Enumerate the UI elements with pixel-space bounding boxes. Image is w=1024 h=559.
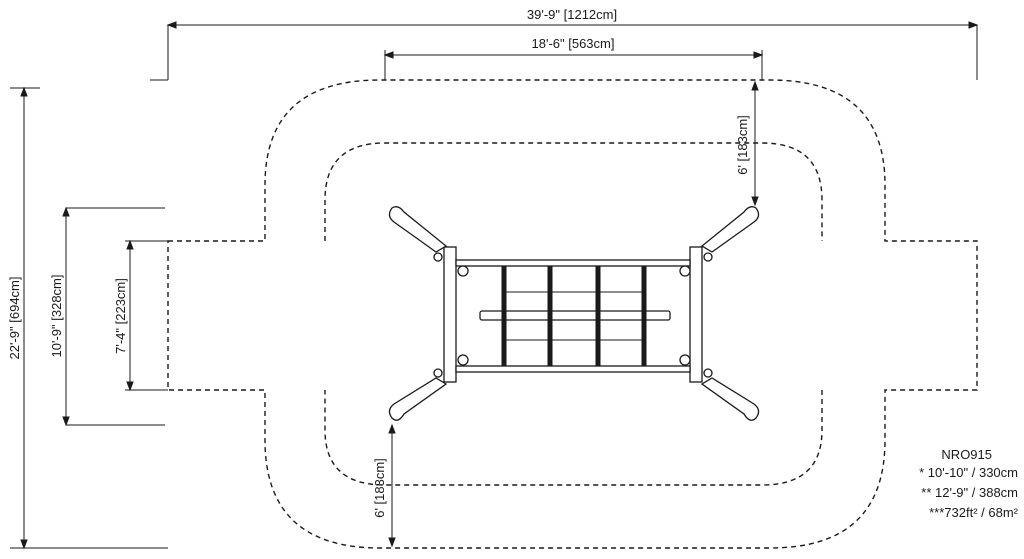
play-structure	[388, 206, 760, 421]
clearance-top-label: 6' [183cm]	[735, 115, 750, 175]
overall-depth-dimension: 22'-9" [694cm]	[7, 86, 168, 550]
overall-width-label: 39'-9" [1212cm]	[527, 7, 617, 22]
top-beam	[455, 259, 691, 267]
inner-safety-zone	[324, 142, 823, 486]
leg-bottom-right	[700, 377, 760, 421]
ladder-rungs	[501, 265, 647, 367]
inner-width-dimension: 18'-6" [563cm]	[383, 36, 764, 80]
bolts	[433, 252, 713, 378]
leg-bottom-left	[388, 377, 448, 421]
clearance-bottom-label: 6' [183cm]	[372, 458, 387, 518]
legend-line-3: ***732ft² / 68m²	[929, 505, 1019, 520]
legend-line-2: ** 12'-9" / 388cm	[921, 485, 1018, 500]
clearance-top-dimension: 6' [183cm]	[735, 80, 759, 207]
right-post	[689, 246, 703, 383]
center-bar	[479, 310, 671, 321]
leg-top-right	[700, 206, 760, 253]
bottom-beam	[455, 365, 691, 373]
mid-depth-dimension: 10'-9" [328cm]	[49, 206, 165, 427]
left-post	[443, 246, 457, 383]
inner-width-label: 18'-6" [563cm]	[532, 36, 615, 51]
legend-line-1: * 10'-10" / 330cm	[919, 465, 1018, 480]
outer-safety-zone	[167, 79, 978, 549]
mid-depth-label: 10'-9" [328cm]	[49, 275, 64, 358]
leg-top-left	[388, 206, 448, 253]
overall-depth-label: 22'-9" [694cm]	[7, 277, 22, 360]
legend: NRO915 * 10'-10" / 330cm ** 12'-9" / 388…	[919, 447, 1019, 520]
model-number: NRO915	[941, 447, 992, 462]
overall-width-dimension: 39'-9" [1212cm]	[150, 7, 979, 81]
clearance-bottom-dimension: 6' [183cm]	[372, 423, 396, 548]
inner-depth-dimension: 7'-4" [223cm]	[113, 239, 168, 392]
inner-depth-label: 7'-4" [223cm]	[113, 278, 128, 354]
